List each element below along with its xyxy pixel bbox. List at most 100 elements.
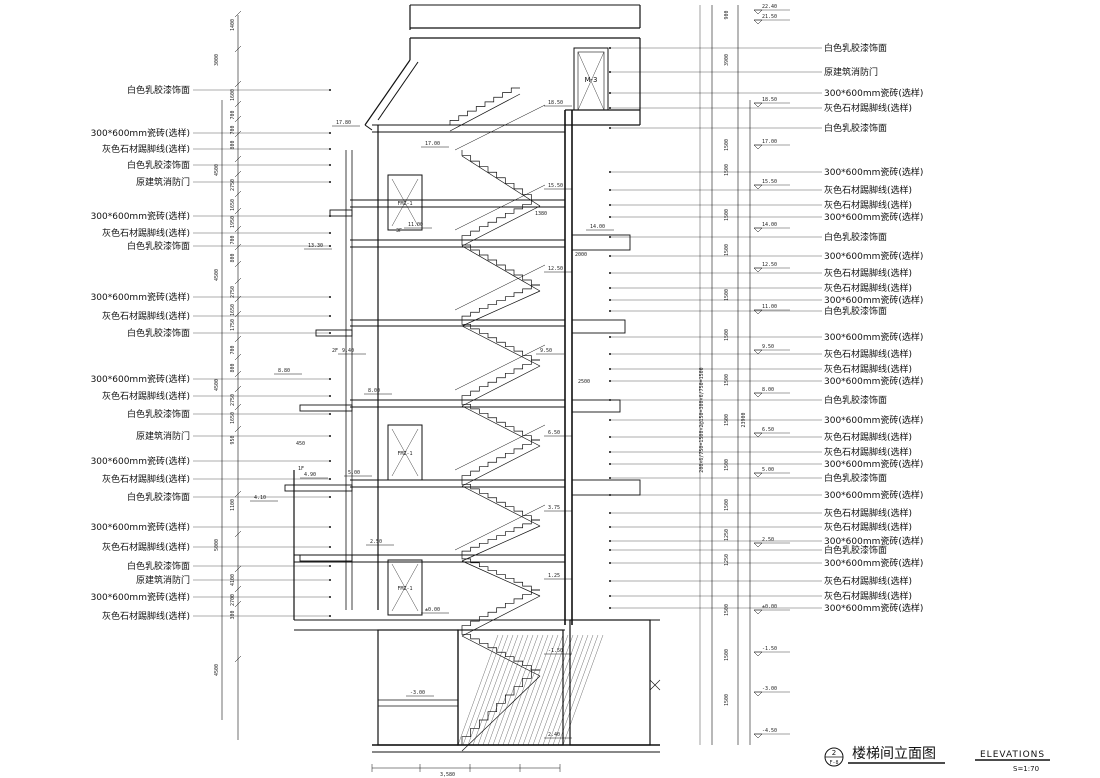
- left-label-2: 300*600mm瓷砖(选样): [91, 127, 190, 139]
- hatch: [457, 634, 499, 746]
- left-dim-value: 800: [230, 253, 236, 262]
- right-label-27: 灰色石材踢脚线(选样): [824, 507, 912, 519]
- internal-level-mark: 17.80: [336, 120, 351, 126]
- door-swing: [391, 563, 419, 612]
- drawing-title-en: ELEVATIONS: [980, 750, 1045, 760]
- dim-tick: [234, 10, 242, 18]
- stair-flight: [461, 480, 540, 521]
- right-label-17: 灰色石材踢脚线(选样): [824, 348, 912, 360]
- internal-level-mark: 1.25: [548, 573, 560, 579]
- stair-soffit: [461, 445, 541, 487]
- stair-flight: [461, 519, 540, 555]
- leader-dot: [329, 148, 331, 150]
- leader-dot: [609, 526, 611, 528]
- leader-dot: [609, 451, 611, 453]
- right-dim-value: 1500: [724, 374, 730, 386]
- handrail: [454, 344, 546, 391]
- leader-dot: [329, 460, 331, 462]
- level-mark-value: 11.00: [762, 304, 777, 310]
- right-dim-value: 1500: [724, 694, 730, 706]
- leader-dot: [609, 580, 611, 582]
- level-mark-value: ±0.00: [762, 604, 777, 610]
- leader-dot: [329, 615, 331, 617]
- stair-flight: [461, 630, 540, 671]
- internal-level-mark: 5.00: [348, 470, 360, 476]
- right-label-22: 灰色石材踢脚线(选样): [824, 431, 912, 443]
- left-label-15: 原建筑消防门: [136, 430, 190, 442]
- level-mark-value: 6.50: [762, 427, 774, 433]
- left-dim-value: 1400: [230, 19, 236, 31]
- small-dim: 3,580: [440, 772, 455, 778]
- level-triangle: [753, 9, 763, 15]
- basement-room: [569, 619, 651, 746]
- right-dim-value: 1500: [724, 499, 730, 511]
- level-triangle: [753, 349, 763, 355]
- dim-tick: [234, 385, 242, 393]
- left-label-5: 原建筑消防门: [136, 176, 190, 188]
- stair-soffit: [461, 325, 541, 367]
- hatch: [512, 634, 554, 746]
- leader-dot: [609, 189, 611, 191]
- leader-lines: [193, 47, 822, 617]
- hatch: [557, 634, 599, 746]
- right-label-24: 300*600mm瓷砖(选样): [824, 458, 923, 470]
- dim-tick: [234, 190, 242, 198]
- left-dim-value: 700: [230, 125, 236, 134]
- left-label-8: 白色乳胶漆饰面: [127, 240, 190, 252]
- left-dim-value: 2700: [230, 594, 236, 606]
- right-dim-value: 3900: [724, 54, 730, 66]
- leader-dot: [609, 353, 611, 355]
- floor-tag: 2F: [332, 348, 338, 354]
- level-mark-value: 9.50: [762, 344, 774, 350]
- small-dim: 2500: [578, 379, 590, 385]
- stair-soffit: [461, 205, 541, 247]
- level-mark-value: 8.00: [762, 387, 774, 393]
- leader-dot: [329, 332, 331, 334]
- level-triangle: [753, 267, 763, 273]
- leader-dot: [329, 215, 331, 217]
- leader-dot: [329, 245, 331, 247]
- right-label-23: 灰色石材踢脚线(选样): [824, 446, 912, 458]
- stair-soffit: [449, 93, 521, 132]
- right-label-2: 原建筑消防门: [824, 66, 878, 78]
- right-label-26: 300*600mm瓷砖(选样): [824, 489, 923, 501]
- left-label-21: 白色乳胶漆饰面: [127, 560, 190, 572]
- leader-dot: [329, 296, 331, 298]
- handrail: [454, 424, 546, 471]
- internal-level-mark: 4.10: [254, 495, 266, 501]
- right-label-29: 300*600mm瓷砖(选样): [824, 535, 923, 547]
- right-dim-value: 1500: [724, 244, 730, 256]
- level-triangle: [753, 184, 763, 190]
- fire-door: [387, 424, 423, 481]
- right-label-12: 灰色石材踢脚线(选样): [824, 267, 912, 279]
- title-block: 2 F-8 楼梯间立面图 ELEVATIONS S=1:70: [824, 746, 1050, 773]
- right-label-7: 灰色石材踢脚线(选样): [824, 184, 912, 196]
- left-label-16: 300*600mm瓷砖(选样): [91, 455, 190, 467]
- left-label-13: 灰色石材踢脚线(选样): [102, 390, 190, 402]
- level-triangle: [753, 691, 763, 697]
- door-code: FMZ-1: [397, 586, 412, 592]
- stair-soffit: [461, 560, 541, 597]
- fire-door: [387, 174, 423, 231]
- right-label-6: 300*600mm瓷砖(选样): [824, 166, 923, 178]
- hatch: [487, 634, 529, 746]
- stair-flight: [461, 359, 540, 400]
- leader-dot: [609, 299, 611, 301]
- dim-tick: [234, 310, 242, 318]
- left-label-20: 灰色石材踢脚线(选样): [102, 541, 190, 553]
- level-mark-value: 12.50: [762, 262, 777, 268]
- leader-dot: [609, 436, 611, 438]
- internal-level-mark: 6.50: [548, 430, 560, 436]
- right-label-32: 灰色石材踢脚线(选样): [824, 575, 912, 587]
- left-label-4: 白色乳胶漆饰面: [127, 159, 190, 171]
- leader-dot: [609, 512, 611, 514]
- dim-tick: [234, 655, 242, 663]
- leader-dot: [609, 562, 611, 564]
- hatch: [542, 634, 584, 746]
- hatch: [547, 634, 589, 746]
- internal-level-mark: 13.30: [308, 243, 323, 249]
- leader-dot: [329, 546, 331, 548]
- left-dim-value: 300: [230, 610, 236, 619]
- internal-level-mark: 4.90: [304, 472, 316, 478]
